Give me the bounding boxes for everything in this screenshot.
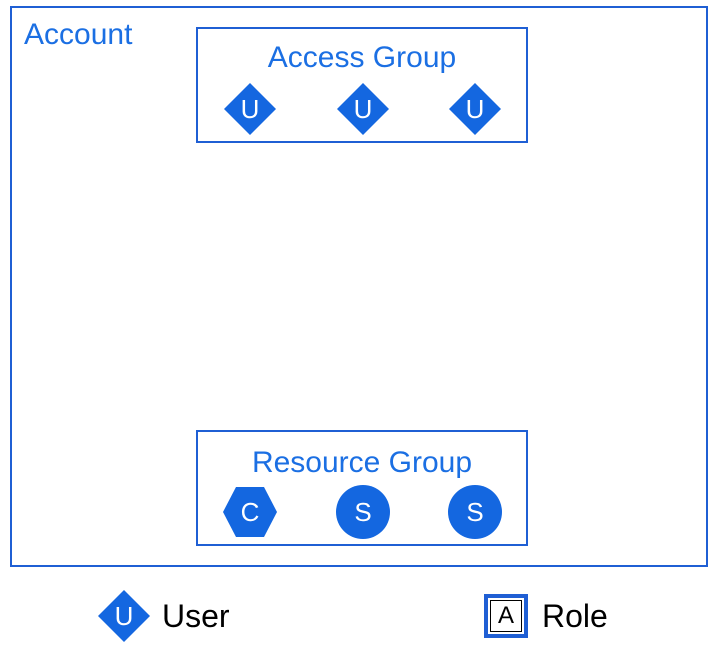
circle-icon: S	[335, 484, 391, 540]
account-box	[10, 6, 708, 567]
resource-group-title: Resource Group	[251, 446, 473, 479]
user-icon-letter: U	[465, 94, 485, 124]
legend-user-label: User	[162, 598, 230, 634]
legend-role-label: Role	[542, 598, 608, 634]
resource-icon-letter: C	[240, 497, 260, 527]
resource-icon-letter: S	[354, 497, 372, 527]
user-diamond-icon: U	[222, 81, 278, 137]
access-group-box: Access Group U U U	[196, 27, 528, 143]
access-group-title: Access Group	[267, 41, 457, 74]
user-diamond-icon: U	[96, 588, 152, 644]
resource-group-box: Resource Group C S S	[196, 430, 528, 546]
legend-role-letter: A	[490, 600, 522, 632]
role-square-icon: A	[484, 594, 528, 638]
user-diamond-icon: U	[447, 81, 503, 137]
circle-icon: S	[447, 484, 503, 540]
resource-icon-letter: S	[466, 497, 484, 527]
user-icon-letter: U	[353, 94, 373, 124]
user-diamond-icon: U	[335, 81, 391, 137]
account-label: Account	[24, 18, 133, 51]
legend-user: U User	[96, 588, 230, 644]
legend-role: A Role	[484, 594, 608, 638]
hexagon-icon: C	[222, 484, 278, 540]
user-icon-letter: U	[240, 94, 260, 124]
legend-user-letter: U	[114, 601, 134, 631]
